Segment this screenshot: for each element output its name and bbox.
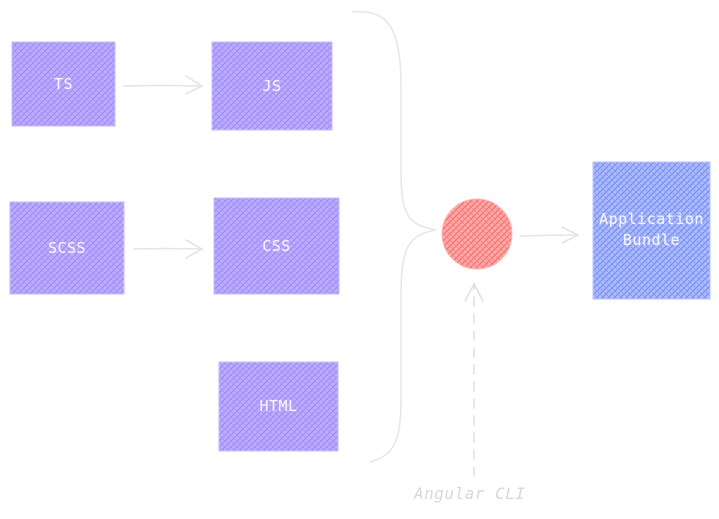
css-box [213,197,340,295]
js-box [211,41,333,131]
arrow-ts-to-js [123,75,204,95]
grouping-brace [352,10,437,463]
ts-label: TS [53,74,74,93]
cli-arrow [464,282,484,477]
ts-box [11,41,116,127]
arrow-scss-to-css [133,239,204,259]
bundle-box [592,161,711,300]
arrow-processor-to-bundle [519,226,580,244]
css-label: CSS [262,236,291,255]
scss-box [9,201,125,295]
html-box [218,361,339,452]
bundle-label: Application Bundle [599,210,704,249]
js-label: JS [262,76,282,95]
angular-cli-caption: Angular CLI [414,484,526,503]
scss-label: SCSS [47,238,87,257]
html-label: HTML [259,397,298,415]
processor-circle [441,198,513,270]
